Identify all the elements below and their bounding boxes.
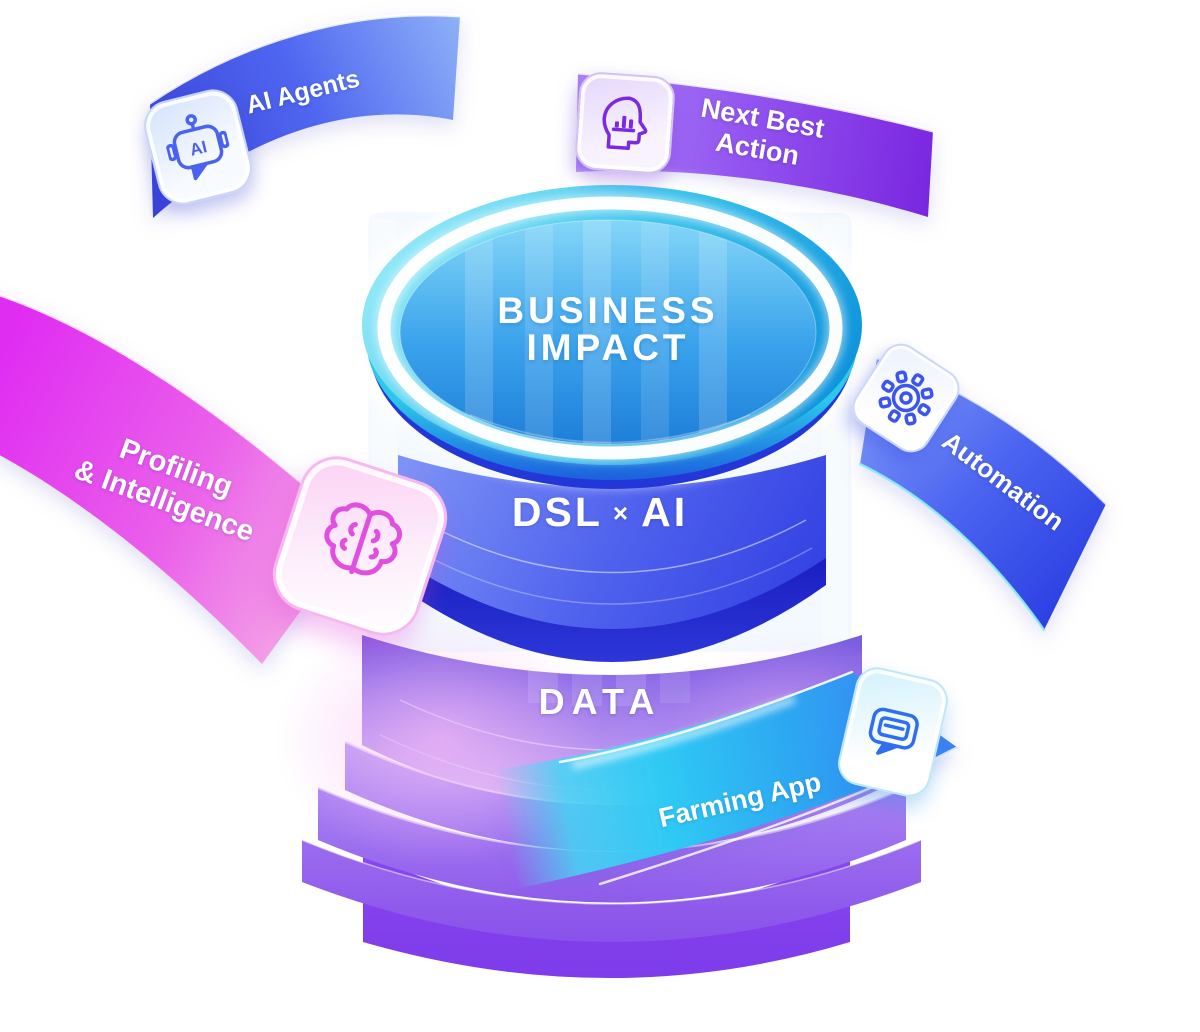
ribbon-ai-agents-body xyxy=(148,13,462,219)
base-disc-bottom xyxy=(301,839,922,942)
business-impact-line2: IMPACT xyxy=(526,327,690,368)
automation-icon-tile xyxy=(844,336,968,460)
business-impact-reflections xyxy=(465,220,727,444)
business-impact-line1: BUSINESS xyxy=(497,290,719,331)
gear-icon xyxy=(878,370,934,426)
dsl-text: DSL xyxy=(511,489,603,535)
next-best-action-icon-tile xyxy=(573,70,677,176)
dsl-ai-label: DSL × AI xyxy=(450,489,750,536)
profiling-icon-tile xyxy=(262,446,458,646)
data-label-text: DATA xyxy=(538,681,662,722)
robot-face-text: AI xyxy=(188,137,209,160)
ai-text: AI xyxy=(641,489,689,535)
data-label: DATA xyxy=(460,681,740,723)
robot-ai-icon: AI xyxy=(165,114,230,181)
business-impact-label: BUSINESS IMPACT xyxy=(408,292,808,366)
ai-agents-icon-tile: AI xyxy=(138,83,258,211)
chat-bubble-icon xyxy=(868,707,919,755)
dsl-ai-cylinder xyxy=(398,455,826,662)
times-symbol: × xyxy=(612,498,632,528)
farming-app-icon-tile xyxy=(833,662,953,802)
head-analytics-icon xyxy=(602,96,648,151)
business-impact-cylinder xyxy=(346,174,878,489)
brain-icon xyxy=(324,502,403,576)
